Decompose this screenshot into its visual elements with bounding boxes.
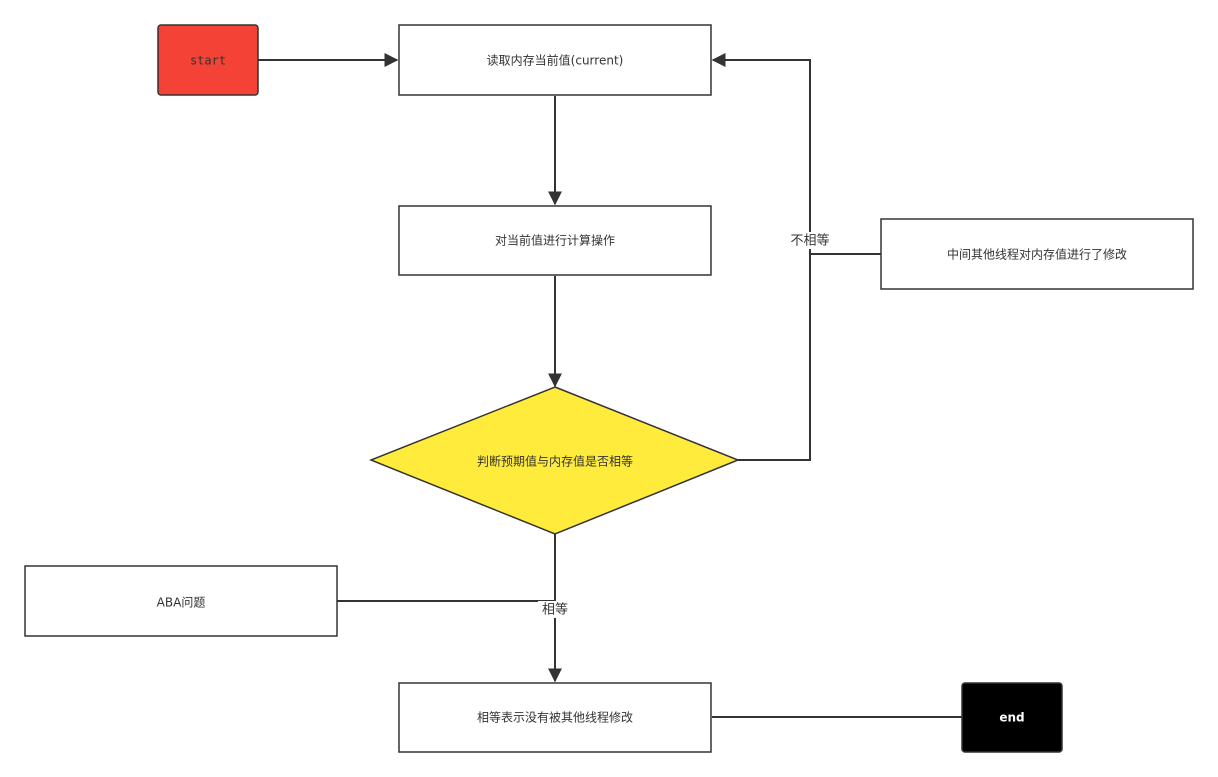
aba-node-label: ABA问题 xyxy=(157,596,206,610)
not-modified-node xyxy=(398,682,712,753)
start-node-label: start xyxy=(190,54,226,68)
compute-node xyxy=(398,205,712,276)
compute-node-label: 对当前值进行计算操作 xyxy=(495,233,615,248)
edge-label-equal: 相等 xyxy=(542,602,568,618)
not-modified-node-label: 相等表示没有被其他线程修改 xyxy=(477,710,633,725)
other-thread-node xyxy=(880,218,1194,290)
read-current-node-label: 读取内存当前值(current) xyxy=(487,53,624,68)
decision-node-label: 判断预期值与内存值是否相等 xyxy=(477,454,633,469)
read-current-node xyxy=(398,24,712,96)
aba-node xyxy=(24,565,338,637)
edge-decision-to-read-loop xyxy=(711,53,811,461)
start-node xyxy=(157,24,259,96)
end-node-label: end xyxy=(999,711,1024,725)
decision-node xyxy=(368,386,741,535)
other-thread-node-label: 中间其他线程对内存值进行了修改 xyxy=(947,247,1127,262)
end-node xyxy=(961,682,1063,753)
edge-label-not-equal: 不相等 xyxy=(790,233,829,249)
